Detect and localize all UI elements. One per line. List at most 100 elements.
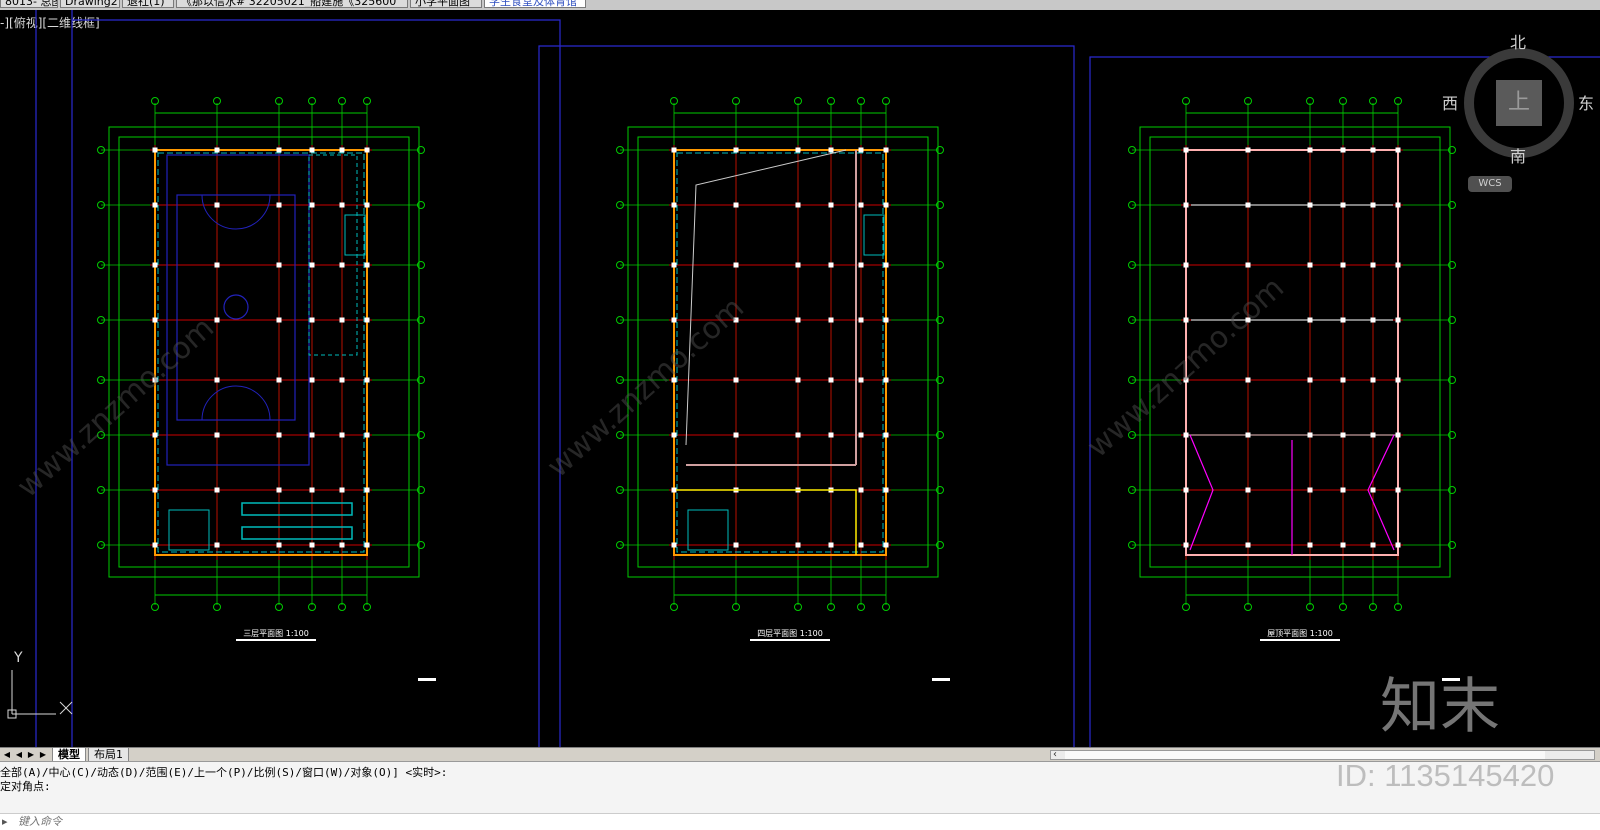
tab-layout1[interactable]: 布局1 — [88, 748, 129, 762]
column — [152, 432, 158, 438]
column — [1183, 147, 1189, 153]
file-tab[interactable]: Drawing2 — [60, 0, 120, 8]
column — [828, 317, 834, 323]
command-prompt-icon: ▸ — [2, 815, 8, 828]
column — [309, 432, 315, 438]
court-outline — [166, 154, 310, 466]
grid-bubble — [308, 603, 316, 611]
column — [1340, 147, 1346, 153]
command-history: 全部(A)/中心(C)/动态(D)/范围(E)/上一个(P)/比例(S)/窗口(… — [0, 761, 1600, 814]
column — [276, 147, 282, 153]
three-point-arc — [201, 194, 271, 230]
file-tab[interactable]: 小学平面图 — [410, 0, 482, 8]
column — [1340, 262, 1346, 268]
grid-bubble — [97, 376, 105, 384]
column — [214, 487, 220, 493]
column — [828, 202, 834, 208]
three-point-arc — [201, 385, 271, 421]
dimension-frame — [118, 136, 410, 568]
column — [1340, 377, 1346, 383]
grid-bubble — [213, 97, 221, 105]
column — [214, 147, 220, 153]
file-tab-active[interactable]: 学生食堂及体育馆 — [484, 0, 586, 8]
column — [1370, 487, 1376, 493]
next-layout-icon[interactable]: ▶ — [27, 750, 35, 759]
column — [828, 542, 834, 548]
prev-layout-icon[interactable]: ◀ — [15, 750, 23, 759]
column — [1307, 377, 1313, 383]
grid-bubble — [857, 603, 865, 611]
compass-west[interactable]: 西 — [1442, 94, 1459, 113]
column — [883, 202, 889, 208]
column — [214, 377, 220, 383]
center-circle — [223, 294, 249, 320]
column — [671, 262, 677, 268]
scale-bar — [932, 678, 950, 681]
grid-bubble — [882, 603, 890, 611]
grid-bubble — [1448, 316, 1456, 324]
grid-bubble — [882, 97, 890, 105]
grid-bubble — [1394, 97, 1402, 105]
column — [339, 542, 345, 548]
horizontal-scrollbar[interactable]: ‹ — [1050, 749, 1595, 760]
column — [276, 317, 282, 323]
column — [795, 262, 801, 268]
column — [1307, 262, 1313, 268]
column — [309, 262, 315, 268]
viewcube-top-face[interactable]: 上 — [1496, 80, 1542, 126]
column — [733, 202, 739, 208]
column — [858, 432, 864, 438]
grid-bubble — [417, 146, 425, 154]
column — [858, 542, 864, 548]
column — [733, 317, 739, 323]
column — [883, 487, 889, 493]
grid-bubble — [308, 97, 316, 105]
column — [152, 487, 158, 493]
tab-model[interactable]: 模型 — [52, 748, 86, 762]
column — [152, 262, 158, 268]
interior-wall — [676, 489, 857, 555]
column — [733, 432, 739, 438]
file-tab[interactable]: 8013- 总图 — [0, 0, 58, 8]
column — [858, 317, 864, 323]
file-tab[interactable]: 《那以信水# 32205021_船建施《325600 — [176, 0, 408, 8]
stair — [344, 214, 366, 256]
viewcube[interactable]: 上 北 南 西 东 WCS — [1440, 28, 1594, 192]
command-input[interactable] — [18, 815, 618, 828]
column — [309, 377, 315, 383]
column — [364, 432, 370, 438]
grid-bubble — [732, 97, 740, 105]
scroll-left-icon[interactable]: ‹ — [1053, 749, 1057, 760]
dimension-frame — [1149, 136, 1441, 568]
compass-south[interactable]: 南 — [1510, 147, 1527, 166]
grid-bubble — [1128, 541, 1136, 549]
dimension-frame — [1139, 126, 1451, 578]
grid-bubble — [616, 201, 624, 209]
column — [1307, 147, 1313, 153]
column — [339, 487, 345, 493]
grid-bubble — [1306, 603, 1314, 611]
grid-bubble — [616, 376, 624, 384]
wcs-menu-button[interactable]: WCS — [1468, 176, 1512, 192]
dimension-frame — [637, 136, 929, 568]
last-layout-icon[interactable]: ▶ — [39, 750, 47, 759]
grid-bubble — [417, 486, 425, 494]
grid-bubble — [1448, 261, 1456, 269]
first-layout-icon[interactable]: ◀ — [3, 750, 11, 759]
compass-east[interactable]: 东 — [1578, 94, 1595, 113]
grid-bubble — [275, 603, 283, 611]
floor-plan-roof — [1128, 97, 1456, 611]
floor-plan-fourth — [616, 97, 944, 611]
column — [339, 147, 345, 153]
column — [795, 432, 801, 438]
scrollbar-thumb[interactable] — [1065, 751, 1545, 759]
file-tab[interactable]: 退社(1) — [122, 0, 174, 8]
compass-ring[interactable] — [1464, 48, 1574, 158]
compass-north[interactable]: 北 — [1510, 33, 1527, 52]
column — [1395, 487, 1401, 493]
grid-bubble — [936, 261, 944, 269]
column — [795, 147, 801, 153]
column — [1245, 262, 1251, 268]
image-id-text: ID: 1135145420 — [1336, 758, 1555, 793]
